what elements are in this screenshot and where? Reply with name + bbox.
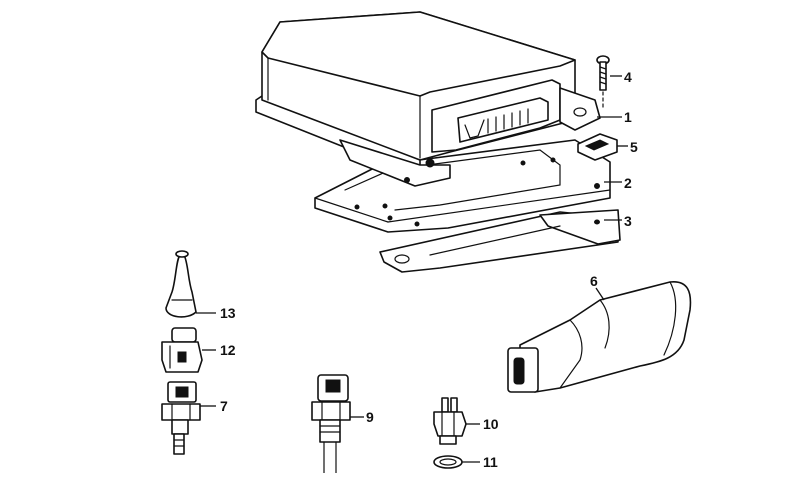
air-duct-part-6 (507, 281, 692, 393)
clip-nut-part-5 (577, 133, 618, 161)
temperature-sensor-part-7 (161, 381, 201, 455)
mounting-bracket-part-3 (379, 209, 621, 273)
callout-1: 1 (624, 109, 632, 125)
rubber-boot-part-13 (165, 250, 197, 318)
carrier-plate-part-2 (314, 139, 611, 233)
callout-labels: 1 2 3 4 5 6 7 9 10 11 12 13 (220, 69, 638, 470)
screw-part-4 (596, 55, 610, 109)
callout-7: 7 (220, 398, 228, 414)
sensor-part-9 (311, 374, 351, 474)
callout-9: 9 (366, 409, 374, 425)
callout-5: 5 (630, 139, 638, 155)
sealing-ring-part-11 (433, 455, 463, 469)
control-unit-part-1 (255, 11, 601, 187)
callout-6: 6 (590, 273, 598, 289)
callout-12: 12 (220, 342, 236, 358)
callout-2: 2 (624, 175, 632, 191)
callout-3: 3 (624, 213, 632, 229)
callout-11: 11 (483, 454, 498, 470)
connector-plug-part-12 (161, 327, 203, 373)
leader-6 (595, 287, 605, 301)
leader-lines (196, 75, 628, 463)
callout-4: 4 (624, 69, 632, 85)
callout-10: 10 (483, 416, 499, 432)
temperature-switch-part-10 (433, 397, 467, 445)
callout-13: 13 (220, 305, 236, 321)
